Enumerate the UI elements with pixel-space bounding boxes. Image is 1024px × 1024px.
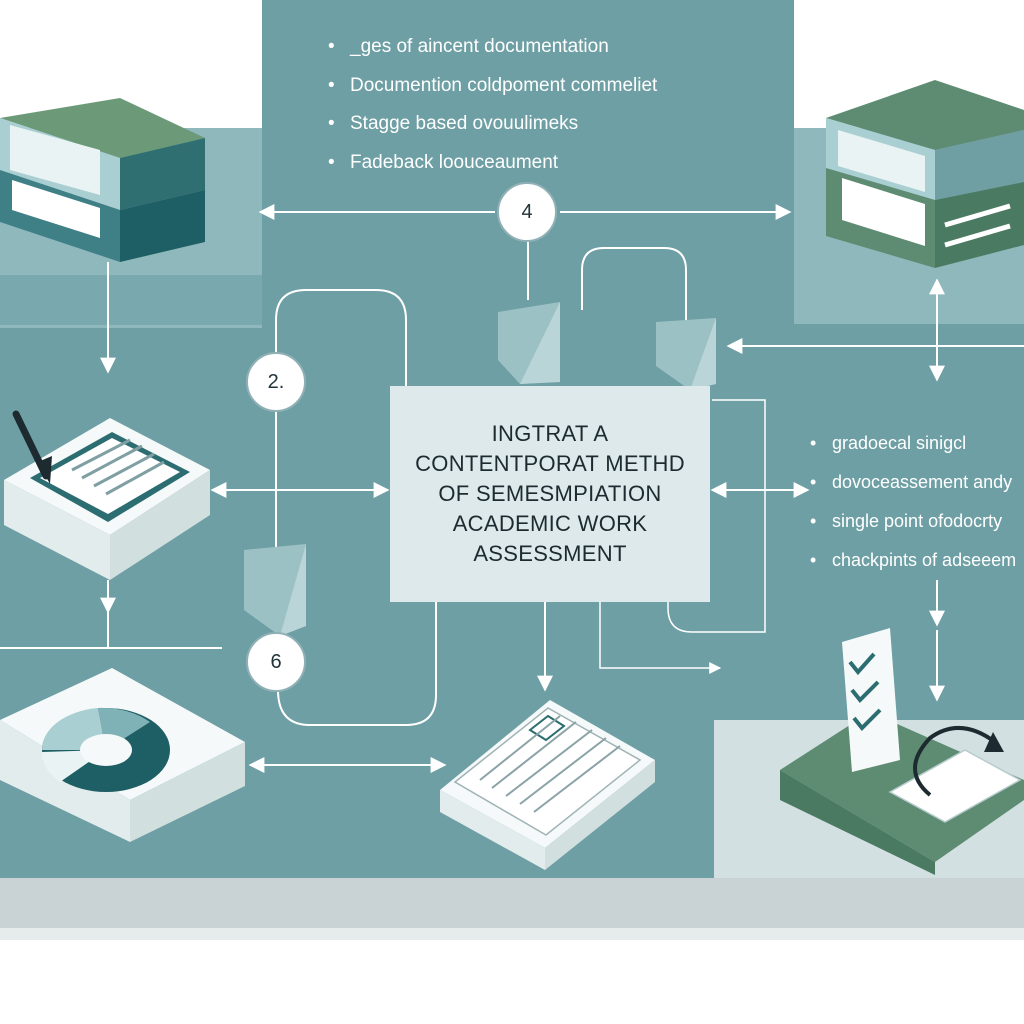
- step-badge-2: 2.: [246, 352, 306, 412]
- bottom-grey-band: [0, 878, 1024, 928]
- prism-connectors: [244, 302, 716, 636]
- bottom-shadow: [0, 928, 1024, 940]
- center-title-line: CONTENTPORAT METHD: [415, 451, 685, 476]
- right-bullet-list: gradoecal sinigcl dovoceassement andy si…: [810, 424, 1016, 580]
- list-item: chackpints of adseeem: [810, 541, 1016, 580]
- checklist-refresh-icon: [780, 628, 1024, 875]
- document-sign-icon: [4, 410, 210, 580]
- connectors: [0, 204, 1024, 773]
- book-stack-left-icon: [0, 98, 205, 262]
- left-mid-shade: [0, 275, 262, 325]
- loop-right: [581, 247, 687, 320]
- list-item: _ges of aincent documentation: [328, 28, 657, 67]
- document-stack-icon: [440, 700, 655, 870]
- center-title-line: ACADEMIC WORK: [452, 511, 648, 536]
- list-item: Documention coldpoment commeliet: [328, 67, 657, 106]
- step-badge-6: 6: [246, 632, 306, 692]
- center-title-line: OF SEMESMPIATION: [438, 481, 662, 506]
- center-title-line: ASSESSMENT: [473, 541, 627, 566]
- list-item: Stagge based ovouulimeks: [328, 105, 657, 144]
- top-bullet-list: _ges of aincent documentation Documentio…: [328, 28, 657, 183]
- list-item: Fadeback loouceaument: [328, 144, 657, 183]
- list-item: single point ofodocrty: [810, 502, 1016, 541]
- list-item: gradoecal sinigcl: [810, 424, 1016, 463]
- loop-left: [275, 289, 407, 690]
- center-title-line: INGTRAT A: [491, 421, 609, 446]
- step-badge-4: 4: [497, 182, 557, 242]
- book-stack-right-icon: [826, 80, 1024, 268]
- list-item: dovoceassement andy: [810, 463, 1016, 502]
- pie-chart-box-icon: [0, 668, 245, 842]
- loop-bottom: [277, 600, 437, 726]
- center-title-box: INGTRAT A CONTENTPORAT METHD OF SEMESMPI…: [390, 386, 710, 602]
